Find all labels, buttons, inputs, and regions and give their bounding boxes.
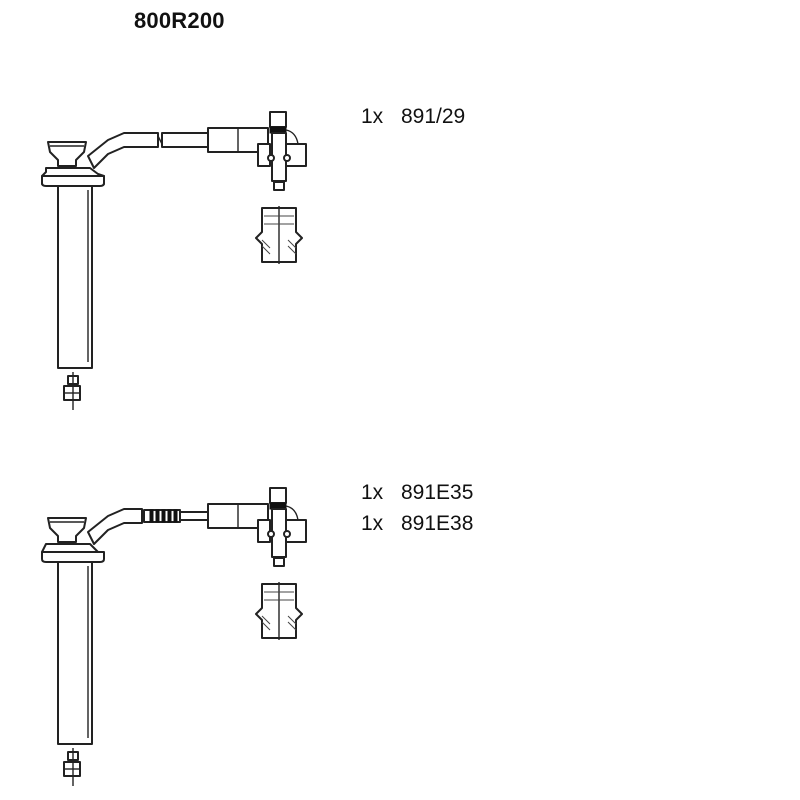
diagram-title: 800R200: [134, 8, 225, 33]
part-list-assembly-2: 1x 891E35 1x 891E38: [361, 477, 473, 539]
cable-icon: [87, 132, 209, 169]
part-code: 891E38: [401, 512, 474, 535]
spark-plug-boot-icon: [207, 487, 307, 567]
coil-boot-icon: [41, 141, 105, 410]
terminal-connector-icon: [63, 372, 81, 410]
ignition-lead-1-svg: [41, 111, 307, 410]
ignition-lead-drawing-1: [0, 100, 330, 410]
part-qty: 1x: [361, 105, 384, 128]
cable-icon: [87, 508, 209, 545]
part-row: 1x 891E35: [361, 477, 473, 508]
coil-boot-icon: [41, 517, 105, 786]
part-row: 1x 891E38: [361, 508, 473, 539]
part-code: 891E35: [401, 481, 474, 504]
ribbed-sleeve-icon: [143, 509, 209, 523]
part-qty: 1x: [361, 481, 384, 504]
spark-plug-boot-icon: [207, 111, 307, 191]
spark-plug-terminal-icon: [255, 206, 303, 264]
part-row: 1x 891/29: [361, 101, 465, 132]
spark-plug-terminal-icon: [255, 582, 303, 640]
part-qty: 1x: [361, 512, 384, 535]
part-code: 891/29: [401, 105, 466, 128]
terminal-connector-icon: [63, 748, 81, 786]
ignition-lead-drawing-2: [0, 476, 330, 786]
part-list-assembly-1: 1x 891/29: [361, 101, 465, 132]
ignition-lead-2-svg: [41, 487, 307, 786]
